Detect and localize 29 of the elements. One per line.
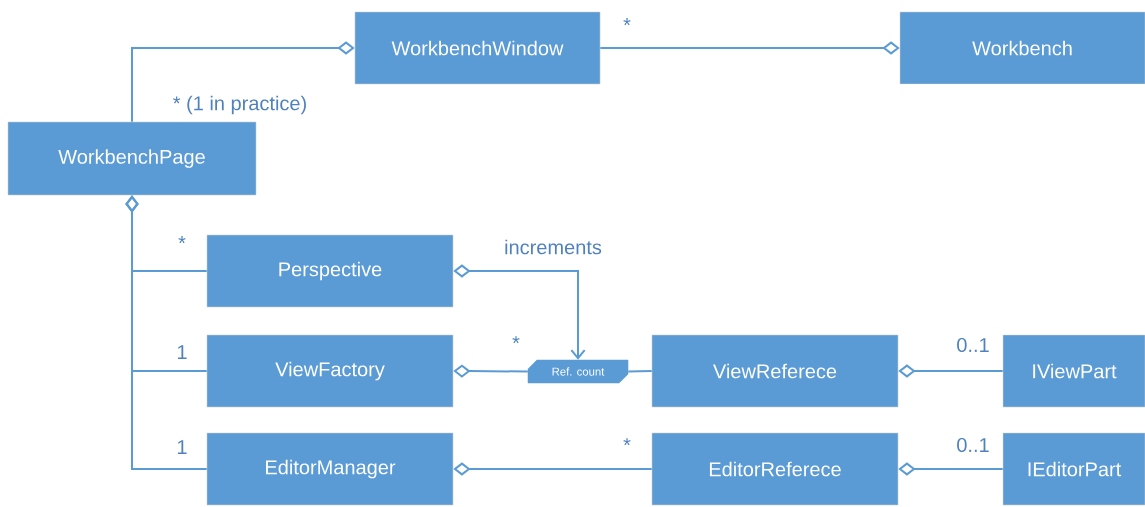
multiplicity-label: * (1 in practice) [173,95,306,115]
multiplicity-label: * [178,236,186,244]
connector [125,195,208,470]
multiplicity-label: 1 [177,440,187,454]
connector [453,364,529,378]
class-box: WorkbenchWindow [354,11,601,85]
multiplicity-label: * [512,336,520,344]
connector [898,462,1004,476]
connector [453,462,653,476]
class-box: Workbench [899,11,1145,85]
multiplicity-label: 1 [177,345,187,359]
class-box: Perspective [206,234,454,308]
connector [627,370,653,373]
connector [898,364,1004,378]
multiplicity-label: 0..1 [957,437,989,453]
multiplicity-label: 0..1 [957,337,989,353]
multiplicity-label: * [623,18,631,26]
class-box: ViewFactory [206,334,454,408]
class-box: EditorReferece [651,432,899,506]
multiplicity-label: increments [505,239,602,255]
class-box: IEditorPart [1002,432,1145,506]
class-box: EditorManager [206,432,454,506]
multiplicity-label: * [623,438,631,446]
class-box: IViewPart [1002,334,1145,408]
connector [599,41,900,55]
connector [453,264,586,360]
class-box: WorkbenchPage [7,121,257,196]
class-box: ViewReferece [651,334,899,408]
connector [131,41,355,123]
